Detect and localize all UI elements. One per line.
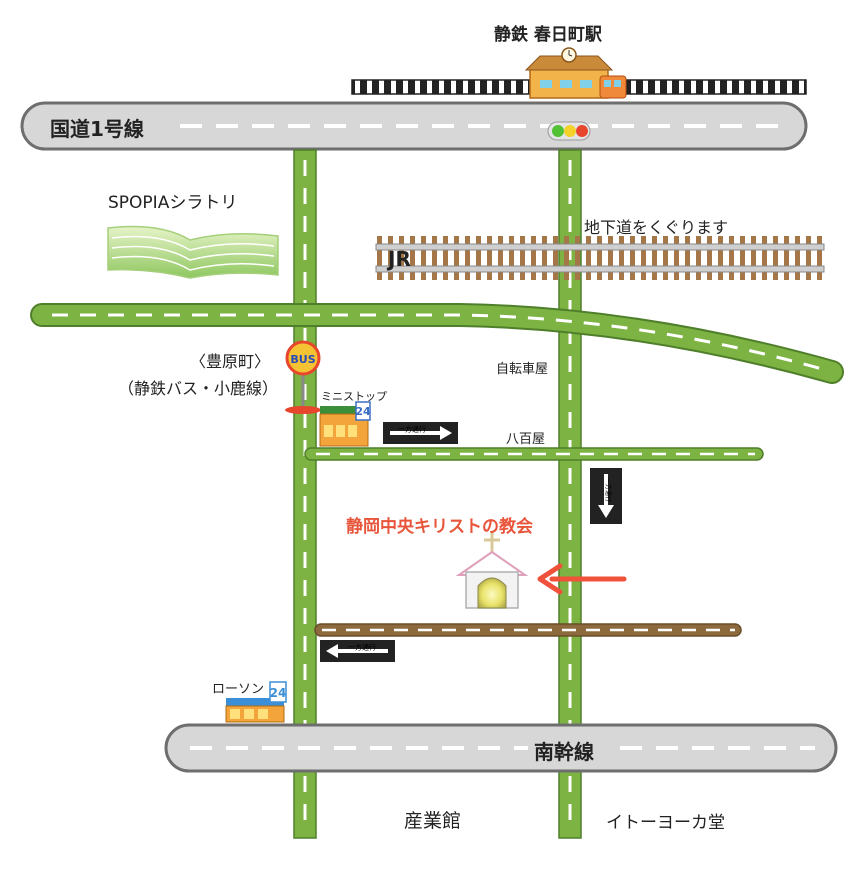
greengrocer-label: 八百屋 [506,432,546,447]
ministop-24-text: 24 [355,405,371,418]
one-way-right-sign: 一方通行 [383,422,458,444]
church-pointer-arrow-icon [537,563,627,595]
bus-line-label: （静鉄バス・小鹿線） [118,379,279,398]
one-way-down-sign: 一方通行 [590,468,622,524]
jr-label: JR [388,247,411,271]
bus-stop-icon: BUS [285,340,321,414]
underpass-label: 地下道をくぐります [584,218,729,237]
station-building-icon [524,47,627,99]
bus-stop-name-label: 〈豊原町〉 [190,352,271,371]
nankan-label: 南幹線 [534,740,594,764]
curved-road [30,303,844,384]
sangyokan-label: 産業館 [404,810,462,832]
lawson-label: ローソン [212,682,265,697]
church-label: 静岡中央キリストの教会 [346,517,533,537]
brown-road [314,623,742,637]
nankan-road [164,723,838,773]
ministop-label: ミニストップ [321,390,387,403]
station-label: 静鉄 春日町駅 [494,25,602,45]
ministop-store-icon: 24 [319,401,371,447]
one-way-down-text: 一方通行 [604,478,612,502]
church-icon [455,532,529,609]
jr-railway [375,236,825,280]
route-1-road [20,101,808,151]
lawson-store-icon: 24 [225,681,287,723]
bus-sign-text: BUS [290,353,315,366]
itoyokado-label: イトーヨーカ堂 [606,813,725,833]
one-way-right-text: 一方通行 [398,425,426,434]
traffic-light-icon [547,121,591,141]
one-way-left-text: 一方通行 [348,643,376,652]
bicycle-shop-label: 自転車屋 [496,362,549,377]
one-way-left-sign: 一方通行 [320,640,395,662]
spopia-label: SPOPIAシラトリ [108,193,238,213]
middle-street-road [304,447,764,461]
route-1-label: 国道1号線 [50,117,144,141]
lawson-24-text: 24 [270,686,287,700]
spopia-stadium-icon [107,225,279,279]
